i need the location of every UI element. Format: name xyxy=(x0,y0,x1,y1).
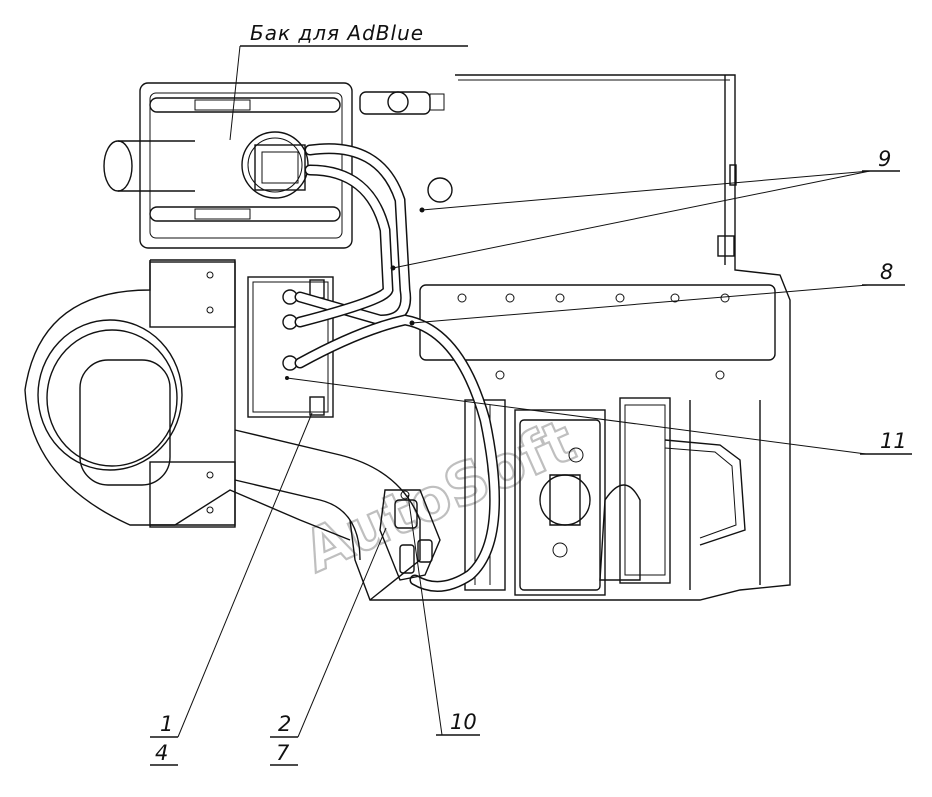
callout-9: 9 xyxy=(392,147,900,269)
callout-1-4: 1 4 xyxy=(150,412,313,766)
adblue-tank xyxy=(103,82,445,249)
hoses xyxy=(294,143,501,592)
callout-7-label: 7 xyxy=(276,741,290,765)
callout-8-label: 8 xyxy=(880,260,893,284)
callout-4-label: 4 xyxy=(155,741,168,765)
callout-2-7: 2 7 xyxy=(270,527,387,766)
air-intake xyxy=(24,259,421,601)
callout-9-label: 9 xyxy=(878,147,891,171)
callout-8: 8 xyxy=(411,260,905,324)
callout-1-label: 1 xyxy=(160,712,173,736)
dosing-nozzle xyxy=(379,489,441,581)
callout-11: 11 xyxy=(286,377,912,455)
callout-10-label: 10 xyxy=(450,710,477,734)
title-callout: Бак для AdBlue xyxy=(229,21,468,141)
callout-11-label: 11 xyxy=(880,429,907,453)
callout-2-label: 2 xyxy=(278,712,291,736)
callout-10: 10 xyxy=(407,494,480,736)
title-text: Бак для AdBlue xyxy=(250,21,424,45)
